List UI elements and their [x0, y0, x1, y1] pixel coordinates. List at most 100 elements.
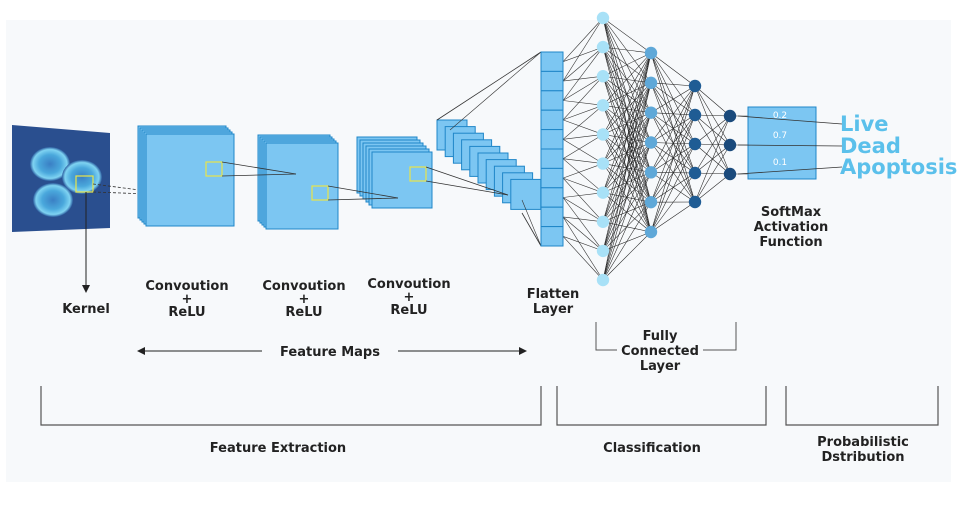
flatten-layer — [540, 51, 564, 247]
softmax-label-line2: Activation — [754, 220, 829, 235]
connection — [562, 105, 604, 121]
cell-icon — [33, 183, 73, 217]
cell-icon — [62, 160, 102, 194]
connection — [650, 85, 696, 173]
connection — [562, 134, 604, 140]
connection — [562, 76, 604, 121]
connection — [650, 172, 696, 203]
connection — [602, 52, 652, 106]
connection — [562, 177, 604, 193]
connection — [562, 17, 604, 82]
feature-maps-label: Feature Maps — [280, 345, 380, 360]
connection — [602, 134, 652, 233]
input-node — [596, 99, 610, 112]
input-node — [596, 186, 610, 199]
connection — [562, 197, 604, 223]
conv2-label: Convoution — [262, 279, 345, 294]
input-node — [596, 70, 610, 83]
connection — [602, 202, 652, 281]
hidden-node — [688, 79, 702, 93]
connection — [650, 142, 696, 203]
feature-map — [145, 133, 235, 227]
hidden-node — [644, 106, 658, 119]
input-node — [596, 40, 610, 54]
fully-connected-label-line2: Connected — [621, 344, 699, 359]
conv3-relu: ReLU — [390, 303, 427, 318]
section-probabilistic-line2: Dstribution — [821, 450, 904, 465]
hidden-node — [644, 46, 658, 60]
connection — [602, 82, 652, 281]
connection — [602, 172, 652, 281]
section-probabilistic-line1: Probabilistic — [817, 435, 909, 450]
class-label-live: Live — [840, 112, 889, 136]
background-panel — [6, 20, 951, 482]
kernel-connectors — [205, 161, 509, 201]
flatten-cell — [540, 167, 564, 189]
connection — [650, 85, 696, 143]
conv-stack-2 — [257, 134, 339, 230]
connection — [650, 85, 696, 203]
hidden-node — [644, 166, 658, 179]
flatten-cell — [540, 51, 564, 72]
connection — [602, 46, 652, 143]
connection — [602, 231, 652, 281]
conv1-label: Convoution — [145, 279, 228, 294]
connection — [650, 85, 696, 113]
flatten-cell — [540, 70, 564, 92]
connection — [694, 173, 731, 203]
connection — [650, 85, 696, 233]
input-node — [596, 11, 610, 25]
flatten-label-line2: Layer — [533, 302, 574, 317]
connection — [650, 52, 696, 145]
connection — [602, 105, 652, 203]
connection — [562, 216, 604, 223]
hidden-node — [688, 166, 702, 180]
connection — [650, 143, 696, 233]
output-node — [723, 138, 737, 152]
connection — [650, 142, 696, 174]
connection — [562, 46, 604, 62]
input-node — [596, 273, 610, 287]
network-connections — [562, 17, 748, 281]
connection — [694, 115, 731, 145]
connection — [602, 52, 652, 164]
hidden-node — [644, 225, 658, 239]
section-classification: Classification — [603, 441, 701, 456]
connection — [650, 82, 696, 87]
class-label-apoptosis: Apoptosis — [840, 155, 957, 179]
connection — [694, 115, 731, 203]
connection — [650, 201, 696, 233]
network-nodes — [596, 11, 737, 287]
flatten-cell — [540, 109, 564, 131]
feature-map — [510, 178, 542, 210]
input-node — [596, 128, 610, 141]
flatten-cell — [540, 226, 564, 247]
connection — [694, 85, 731, 117]
hidden-node — [688, 108, 702, 122]
conv3-plus: + — [404, 290, 415, 305]
connection — [562, 236, 604, 281]
connection — [602, 17, 652, 113]
kernel-label: Kernel — [62, 302, 110, 317]
connection — [562, 197, 604, 252]
conv-stack-1 — [137, 125, 235, 227]
connection — [694, 115, 731, 174]
flatten-funnel — [436, 51, 542, 247]
hidden-node — [688, 195, 702, 209]
connection — [650, 112, 696, 203]
flatten-cell — [540, 90, 564, 111]
section-feature-extraction: Feature Extraction — [210, 441, 346, 456]
connection — [562, 75, 604, 101]
connection — [650, 114, 696, 233]
conv2-relu: ReLU — [285, 305, 322, 320]
connection — [562, 177, 604, 222]
flatten-cell — [540, 129, 564, 150]
softmax-value-dead: 0.7 — [773, 131, 787, 141]
connection — [650, 172, 696, 233]
output-node — [723, 109, 737, 123]
feature-map — [371, 151, 433, 209]
hidden-node — [644, 76, 658, 90]
input-image — [12, 125, 110, 232]
connection — [602, 52, 652, 135]
